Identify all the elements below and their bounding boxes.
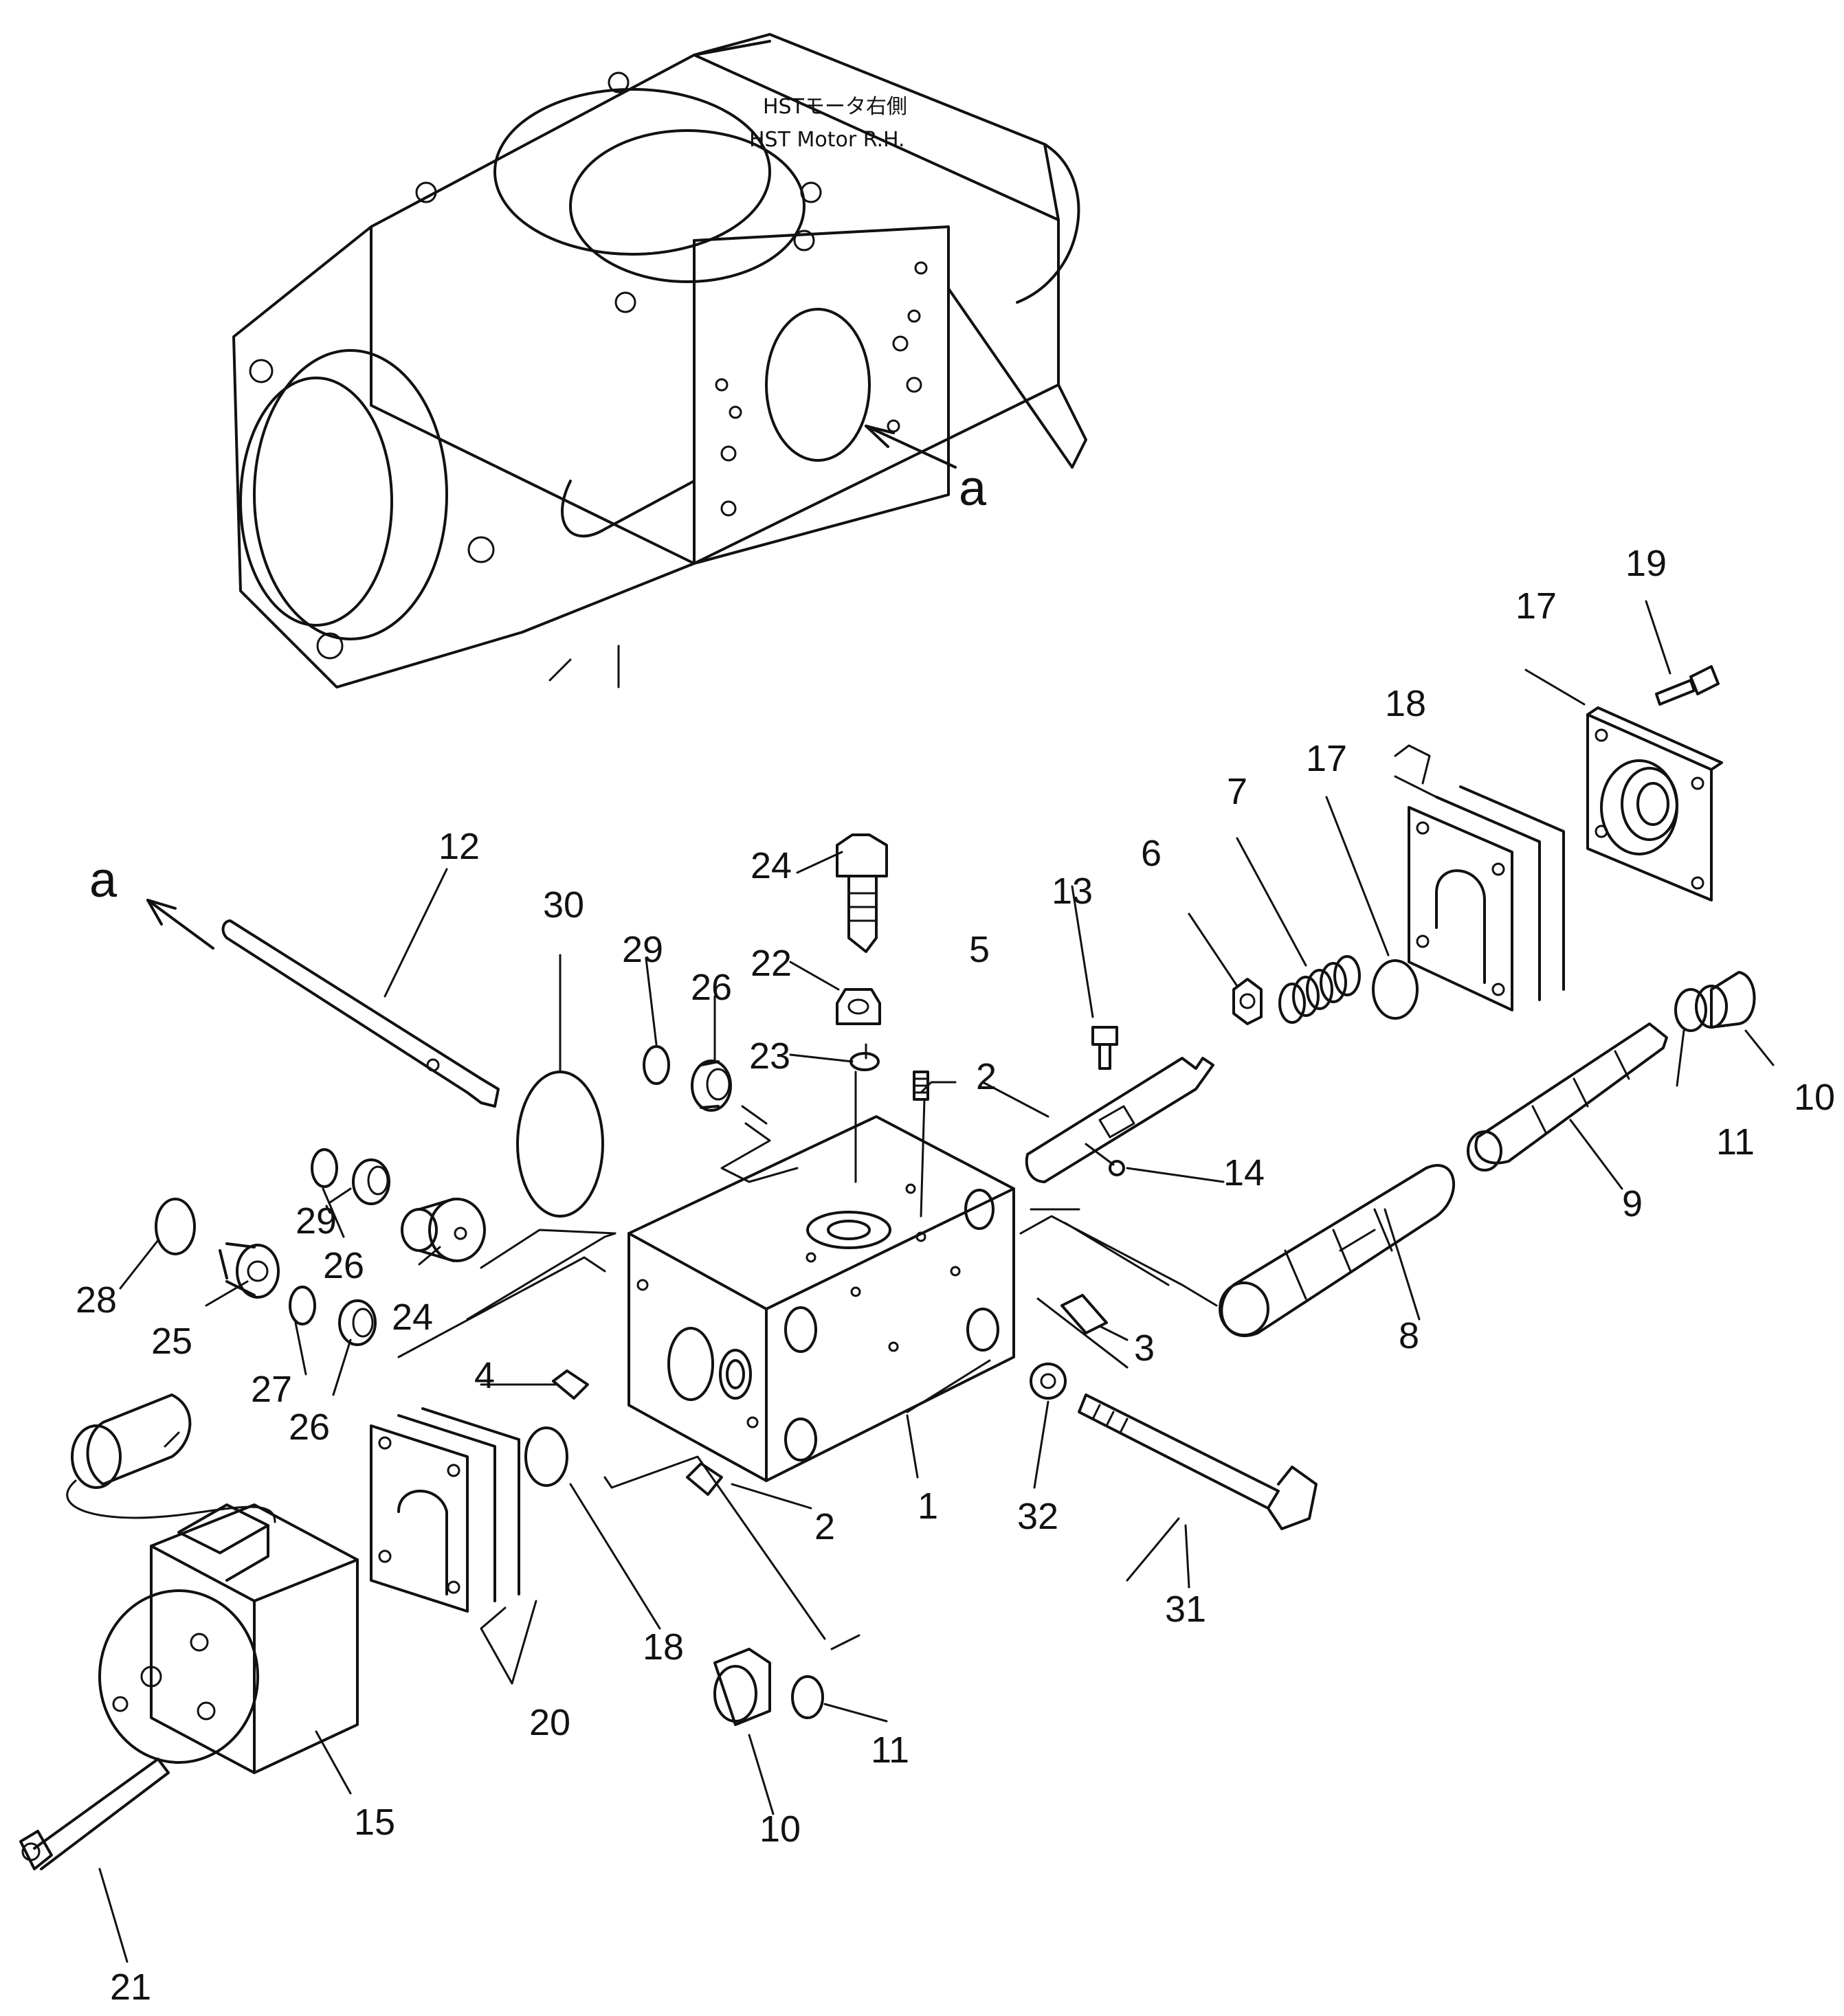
motor-housing: HSTモータ右側 HST Motor R.H. a [232,33,1087,688]
callout-29-top: 29 [622,929,663,970]
callout-22: 23 [749,1035,790,1077]
leader-lines [98,600,1775,1963]
sleeve-8 [1219,1164,1455,1337]
washer-32 [1030,1363,1067,1400]
o-ring-11a [791,1675,824,1719]
plug-26-low [338,1299,377,1346]
callout-15: 15 [354,1802,395,1843]
callout-3: 3 [1134,1328,1155,1369]
screw-2-top [913,1071,929,1101]
callout-26-mid: 26 [323,1245,364,1286]
callout-1: 1 [918,1486,938,1527]
callout-11-right: 11 [1716,1121,1755,1163]
o-ring-29b [311,1148,338,1188]
callout-10-right: 10 [1794,1077,1835,1118]
callout-27: 27 [251,1369,292,1410]
solenoid [66,1393,359,1774]
pin-13 [1091,1026,1118,1070]
callout-26-top: 26 [691,967,732,1008]
callout-5: 5 [969,929,990,970]
o-ring-22 [849,1052,880,1071]
o-ring-11b [1674,988,1707,1032]
plug-26-top [691,1060,732,1112]
bolt-20 [1655,665,1720,706]
callout-9: 9 [1622,1183,1643,1224]
view-marker-top: a [959,461,987,516]
callout-labels: 12 30 29 26 24 22 23 2 13 5 6 7 17 18 17… [76,543,1835,2008]
screw-2-low [686,1462,723,1496]
callout-26-low: 26 [289,1407,330,1448]
callout-25: 25 [151,1321,192,1362]
callout-20: 19 [1625,543,1667,584]
seat-6 [1232,978,1263,1025]
cap-24 [401,1198,486,1262]
lever: a [89,853,500,1108]
plug-10-low [713,1648,771,1726]
callout-13: 13 [1052,871,1093,912]
callout-21: 22 [751,943,792,984]
callout-32: 32 [1017,1496,1058,1537]
small-parts [155,833,1756,1726]
callout-14: 14 [1223,1152,1265,1194]
callout-28: 28 [76,1279,117,1321]
callout-8: 8 [1399,1315,1419,1356]
callout-17-low: 18 [643,1626,684,1668]
callout-19: 21 [110,1967,151,2008]
bolt-31 [1078,1393,1318,1530]
gasket-set-left [370,1407,520,1613]
spool-5 [1025,1057,1214,1183]
callout-2-top: 2 [976,1056,997,1097]
plug-25 [219,1242,280,1299]
o-ring-30 [516,1071,604,1218]
screw-4 [552,1369,589,1400]
plug-10-right [1695,971,1756,1029]
ball-14 [1085,1143,1125,1176]
callout-23: 24 [751,845,792,886]
pin-3 [1060,1294,1108,1334]
callout-7: 7 [1227,771,1247,812]
bolt-19 [19,1758,170,1870]
o-ring-17b [1372,959,1419,1020]
callout-4: 4 [474,1355,495,1396]
plug-26-mid [352,1158,390,1205]
housing-caption-en: HST Motor R.H. [749,128,905,152]
housing-caption-jp: HSTモータ右側 [763,95,907,119]
o-ring-27 [289,1286,316,1325]
callout-18-right: 18 [1385,683,1426,724]
callout-6: 6 [1141,833,1162,874]
callout-16: 17 [1515,585,1557,627]
gasket-set-right [1408,785,1565,1011]
callout-11-low: 11 [871,1729,909,1771]
callout-30: 30 [543,884,584,926]
callout-24: 24 [392,1297,433,1338]
valve-body [627,1115,1015,1482]
view-marker-lever: a [89,853,118,908]
o-ring-28 [155,1198,196,1255]
callout-18-left: 20 [529,1702,570,1743]
o-ring-17a [524,1426,568,1487]
callout-12: 12 [438,826,480,867]
callout-2-low: 2 [814,1506,835,1547]
callout-17-right: 17 [1306,738,1347,779]
callout-31: 31 [1165,1589,1206,1630]
cover-plate [1586,706,1723,901]
spring-7 [1278,955,1361,1024]
bolt-23 [836,833,888,953]
nut-21 [836,988,881,1025]
spool-9 [1467,1022,1668,1172]
callout-10-low: 10 [759,1808,801,1850]
o-ring-29a [643,1045,670,1085]
callout-29-left: 29 [296,1200,337,1242]
